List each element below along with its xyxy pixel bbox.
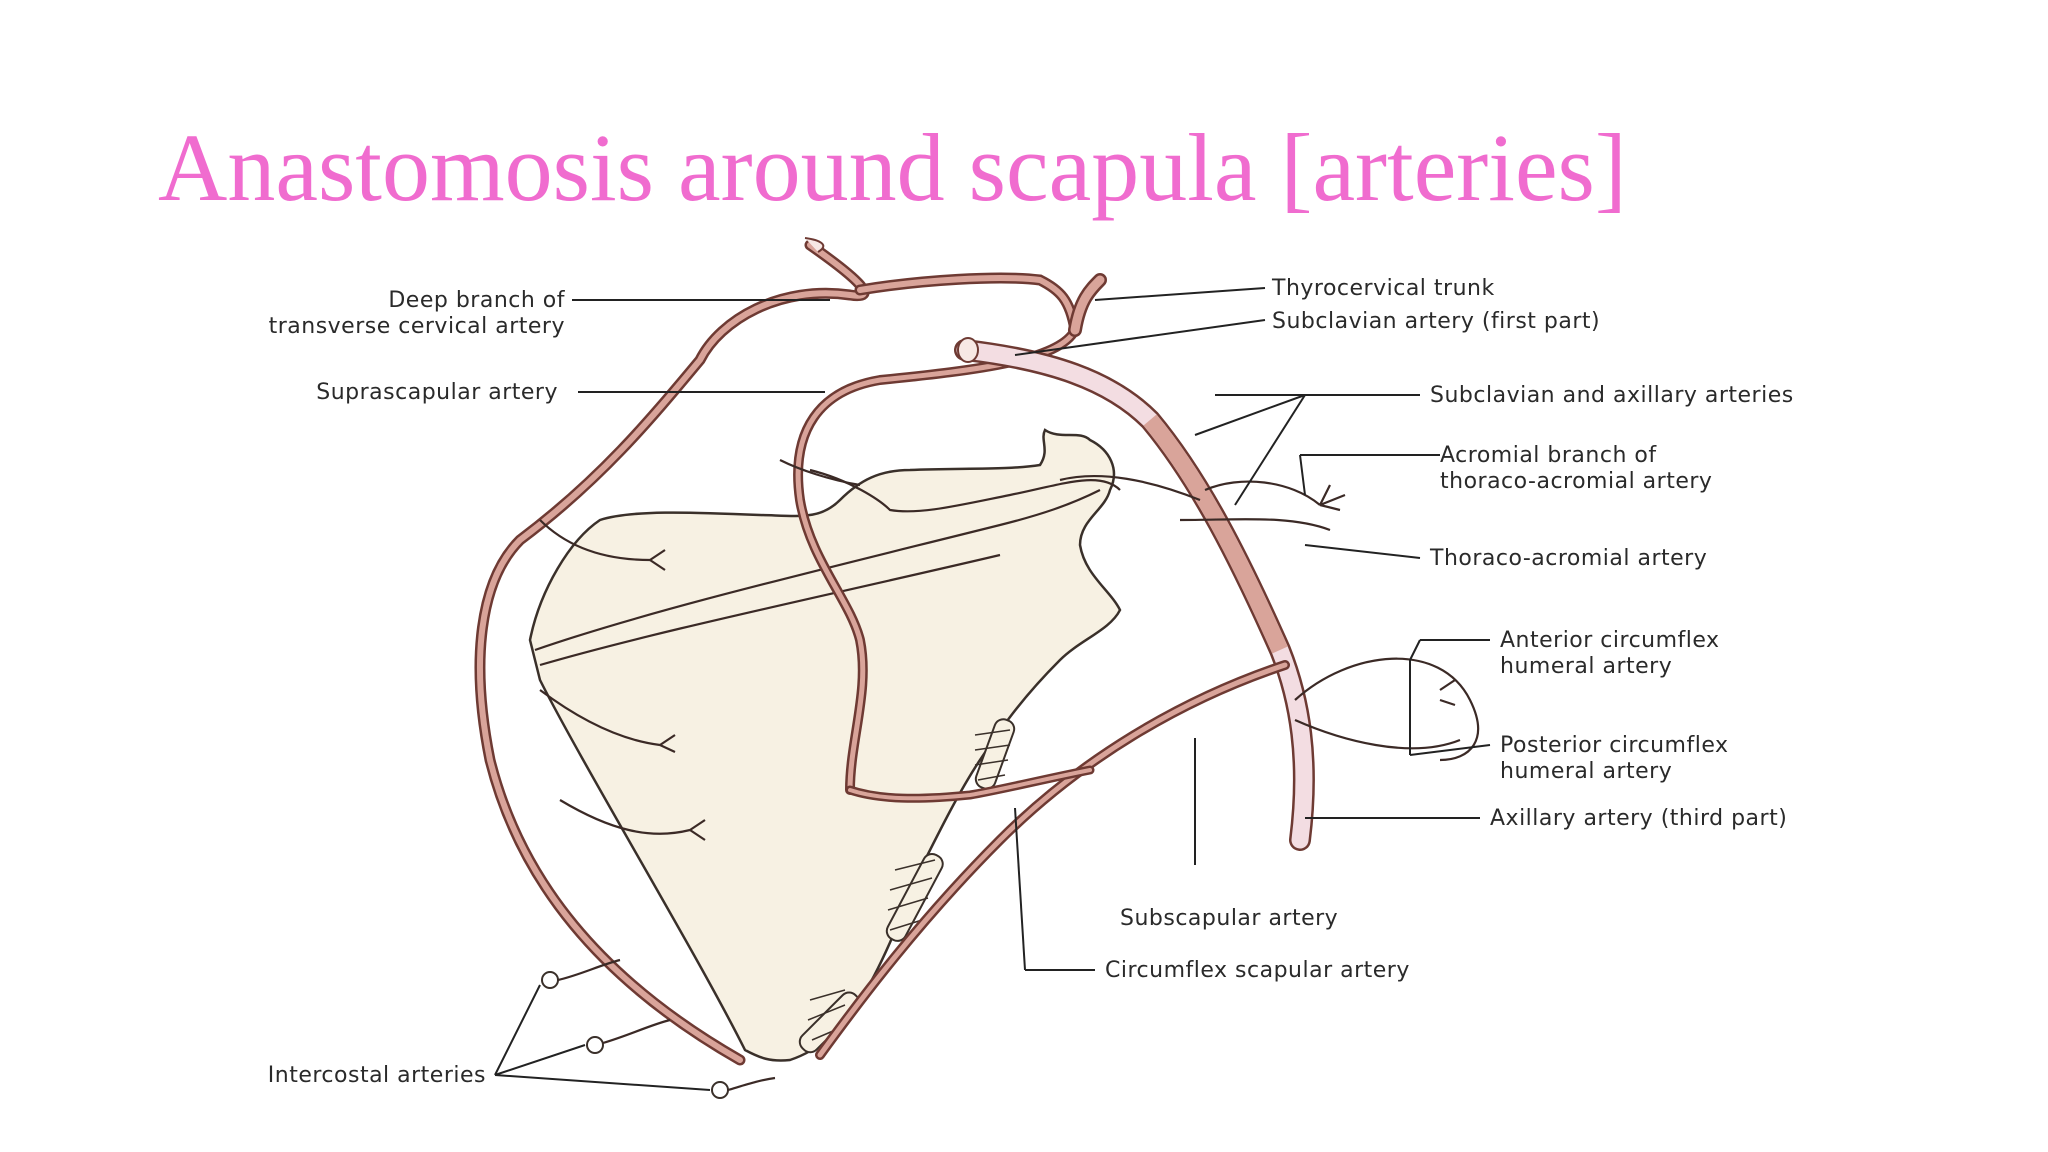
circumflex-scapular-vessel [845,765,1095,803]
scapular-branches [539,459,861,841]
label-acromial-2: thoraco-acromial artery [1440,469,1712,494]
transverse-cervical-vessel [854,272,1081,336]
label-posterior-2: humeral artery [1500,759,1672,784]
scapula-bone [528,428,1122,1062]
scapula-spine [534,489,1101,652]
intercostal-vessels [541,958,776,1099]
label-thoraco-acromial: Thoraco-acromial artery [1429,546,1707,571]
deep-branch-transverse-cervical-vessel [474,237,870,1066]
label-deep-branch-1: Deep branch of [388,288,565,313]
label-posterior-1: Posterior circumflex [1500,733,1729,758]
slide-title: Anastomosis around scapula [arteries] [158,114,1627,221]
label-circumflex-scapular: Circumflex scapular artery [1105,958,1410,983]
leader-lines [494,287,1491,1091]
label-anterior-2: humeral artery [1500,654,1672,679]
suprascapular-vessel [793,325,1080,795]
label-acromial-1: Acromial branch of [1440,443,1657,468]
label-thyrocervical: Thyrocervical trunk [1271,276,1495,301]
acromion-outline [809,468,1121,513]
label-anterior-1: Anterior circumflex [1500,628,1720,653]
subscapular-vessel [815,660,1290,1060]
scapula-spine-lower [539,553,1001,667]
thoraco-acromial-vessel [1059,475,1346,532]
label-subscapular: Subscapular artery [1120,906,1338,931]
label-subclavian-first: Subclavian artery (first part) [1272,309,1600,334]
thyrocervical-vessel [1068,273,1107,337]
label-subclavian-axillary: Subclavian and axillary arteries [1430,383,1794,408]
circumflex-humeral-vessels [1294,657,1480,762]
label-axillary-third: Axillary artery (third part) [1490,806,1787,831]
label-deep-branch-2: transverse cervical artery [269,314,565,339]
label-intercostal: Intercostal arteries [268,1063,486,1088]
label-suprascapular: Suprascapular artery [316,380,558,405]
hatched-lateral-border [798,718,1016,1054]
subclavian-axillary-vessel [954,337,1315,851]
